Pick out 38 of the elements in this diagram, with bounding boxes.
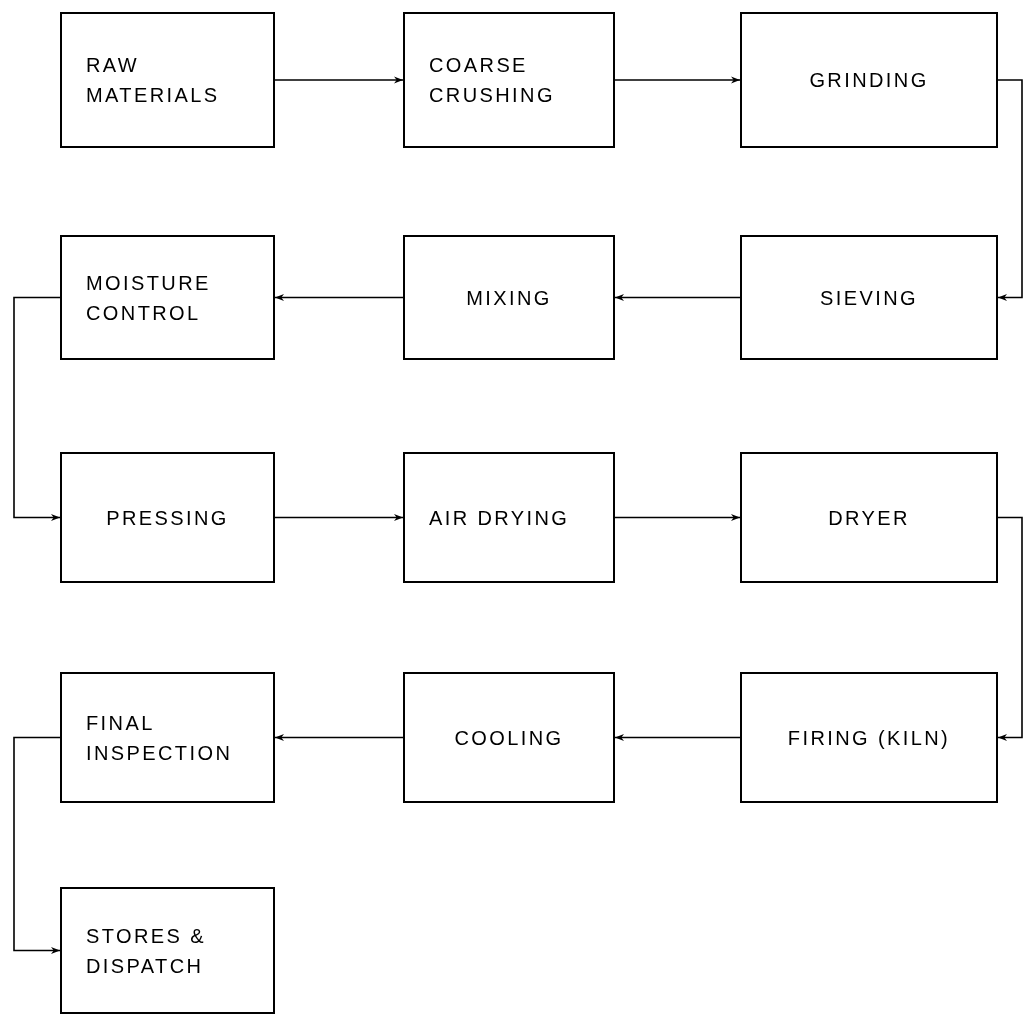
step-label: FIRING (KILN)	[787, 725, 951, 751]
arrow	[997, 516, 1023, 742]
process-box	[60, 12, 275, 148]
arrow	[614, 293, 741, 302]
step-label: MOISTURE CONTROL	[86, 270, 212, 326]
arrow	[614, 76, 741, 84]
process-box	[740, 452, 998, 583]
step-label: AIR DRYING	[429, 505, 570, 531]
arrow	[274, 733, 404, 742]
process-box	[60, 235, 275, 360]
arrow	[614, 733, 741, 742]
process-box	[403, 235, 615, 360]
arrow	[274, 76, 404, 84]
process-box	[740, 235, 998, 360]
step-label: STORES & DISPATCH	[86, 923, 207, 979]
process-box	[403, 672, 615, 803]
process-box	[403, 12, 615, 148]
process-box	[60, 887, 275, 1014]
step-label: PRESSING	[106, 505, 229, 531]
step-label: FINAL INSPECTION	[86, 710, 234, 766]
arrow	[997, 79, 1023, 302]
process-box	[740, 12, 998, 148]
arrow	[274, 293, 404, 302]
step-label: MIXING	[466, 285, 552, 311]
step-label: DRYER	[828, 505, 910, 531]
step-label: GRINDING	[809, 68, 929, 93]
step-label: SIEVING	[820, 285, 918, 311]
arrow	[13, 736, 61, 955]
process-box	[60, 452, 275, 583]
arrow	[274, 513, 404, 522]
process-box	[740, 672, 998, 803]
arrow	[614, 513, 741, 522]
arrow	[13, 296, 61, 522]
step-label: RAW MATERIALS	[86, 53, 221, 108]
step-label: COOLING	[454, 725, 564, 751]
process-box	[403, 452, 615, 583]
step-label: COARSE CRUSHING	[429, 53, 556, 108]
process-box	[60, 672, 275, 803]
